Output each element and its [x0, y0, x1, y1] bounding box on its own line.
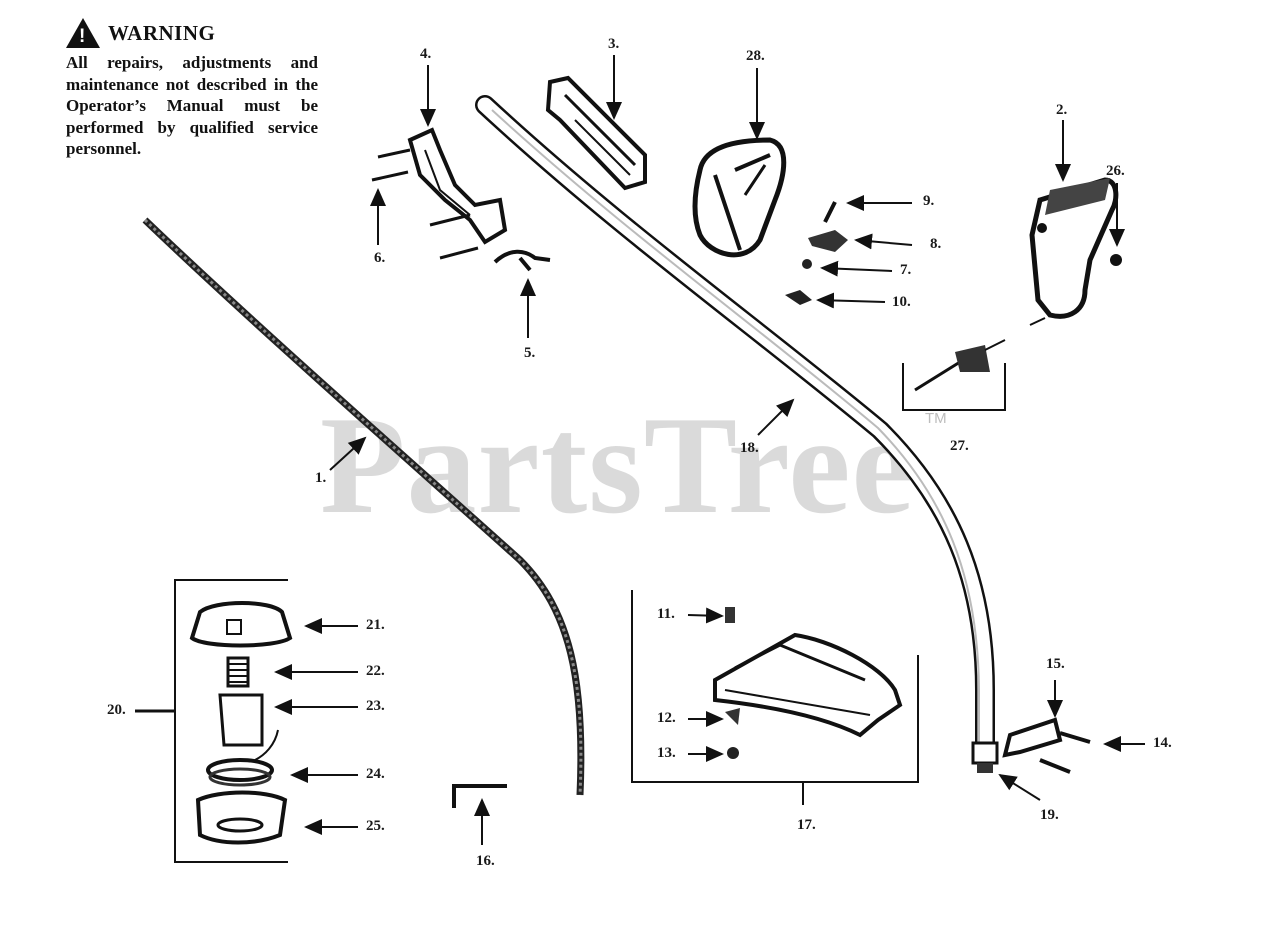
part-22-spring [226, 656, 250, 688]
part-16-hex-key [452, 784, 507, 808]
part-9-screw [823, 201, 837, 223]
part-28-assist-handle [692, 137, 787, 258]
part-8-nut [808, 230, 848, 252]
part-13-nut [727, 747, 739, 759]
part-12-blade [725, 708, 740, 725]
label-part-1: 1. [315, 470, 327, 486]
label-part-7: 7. [900, 262, 912, 278]
warning-triangle-icon: ! [66, 18, 100, 48]
watermark-tm: TM [925, 410, 947, 427]
part-1-drive-cable [142, 217, 585, 796]
part-20-head-assembly [135, 579, 288, 863]
part-17-guard-assembly [631, 590, 919, 805]
label-part-24: 24. [366, 766, 385, 782]
label-part-25: 25. [366, 818, 385, 834]
label-part-14: 14. [1153, 735, 1172, 751]
part-11-screw [725, 607, 735, 623]
warning-text: All repairs, adjustments and maintenance… [66, 53, 318, 158]
label-part-16: 16. [476, 853, 495, 869]
part-21-cap [189, 601, 293, 648]
part-25-housing [195, 790, 288, 845]
label-part-9: 9. [923, 193, 935, 209]
part-2-handle [1029, 177, 1119, 326]
warning-header: ! WARNING [66, 18, 328, 48]
label-part-2: 2. [1056, 102, 1068, 118]
label-part-22: 22. [366, 663, 385, 679]
part-18-shaft [475, 95, 995, 755]
label-part-5: 5. [524, 345, 536, 361]
label-part-27: 27. [950, 438, 969, 454]
part-guard [713, 632, 903, 738]
leader-arrows [274, 55, 1145, 845]
label-part-21: 21. [366, 617, 385, 633]
part-7-washer [802, 259, 812, 269]
label-part-11: 11. [657, 606, 675, 622]
label-part-17: 17. [797, 817, 816, 833]
warning-title: WARNING [108, 20, 216, 45]
part-27-kit [902, 339, 1006, 411]
label-part-23: 23. [366, 698, 385, 714]
warning-box: ! WARNING All repairs, adjustments and m… [66, 18, 328, 160]
label-part-19: 19. [1040, 807, 1059, 823]
label-part-6: 6. [374, 250, 386, 266]
label-part-26: 26. [1106, 163, 1125, 179]
label-part-15: 15. [1046, 656, 1065, 672]
part-24-spool [206, 758, 274, 787]
label-part-12: 12. [657, 710, 676, 726]
part-10-wing-nut [785, 290, 812, 305]
label-part-13: 13. [657, 745, 676, 761]
label-part-4: 4. [420, 46, 432, 62]
part-23-spool-hub [218, 693, 279, 761]
label-part-3: 3. [608, 36, 620, 52]
label-part-28: 28. [746, 48, 765, 64]
label-part-10: 10. [892, 294, 911, 310]
label-part-18: 18. [740, 440, 759, 456]
label-part-8: 8. [930, 236, 942, 252]
part-15-clamp [1002, 717, 1063, 758]
label-part-20: 20. [107, 702, 126, 718]
part-26-plug [1110, 254, 1122, 266]
part-14-screws [1039, 731, 1091, 774]
part-4-handle [371, 127, 508, 260]
part-5-clip [493, 249, 551, 272]
part-3-bracket [545, 75, 647, 191]
part-19-ferrule [971, 741, 999, 773]
